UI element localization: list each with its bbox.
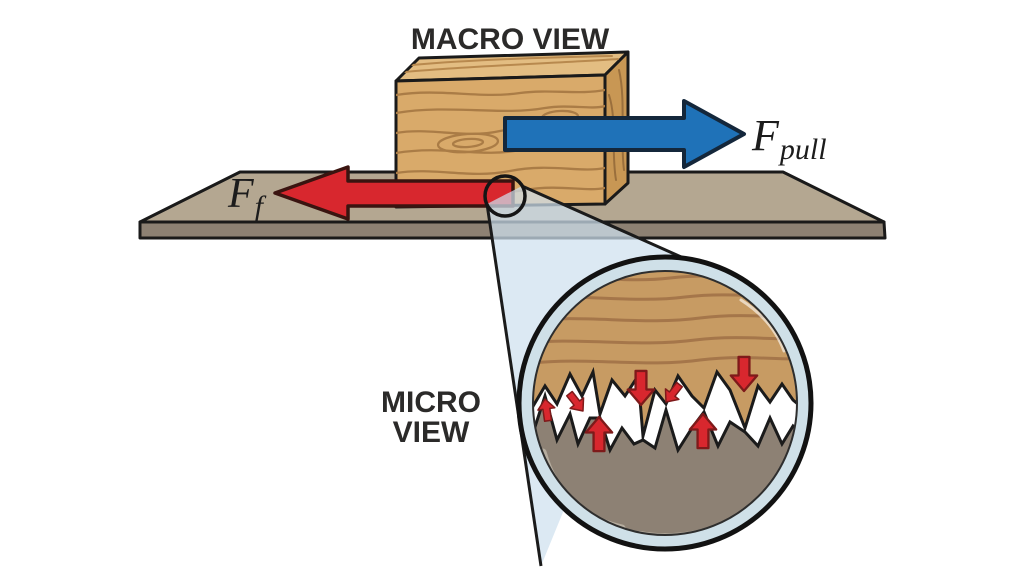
magnifier-circle xyxy=(483,174,527,218)
micro-wood-surface xyxy=(533,271,797,445)
zoom-beam-left-line xyxy=(485,203,543,567)
pull-force-label: Fpull xyxy=(751,111,827,166)
lens-inner-ring xyxy=(532,270,798,536)
wood-block xyxy=(394,50,630,209)
micro-view-title-line1: MICRO xyxy=(381,386,481,419)
pull-force-arrow xyxy=(503,99,746,169)
macro-view-title: MACRO VIEW xyxy=(411,23,610,56)
wood-grain-top xyxy=(404,55,619,73)
micro-view-lens xyxy=(516,254,814,552)
micro-view-title-line2: VIEW xyxy=(393,416,470,449)
